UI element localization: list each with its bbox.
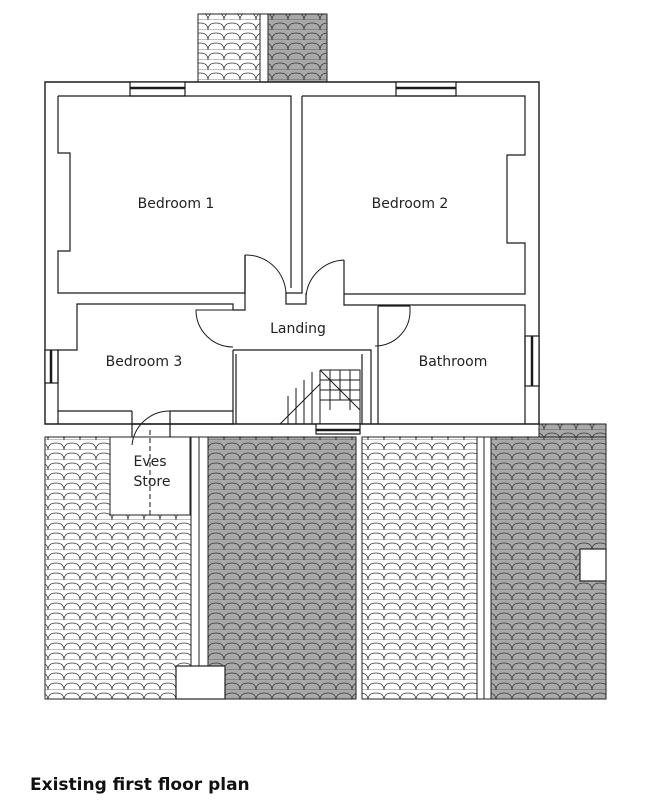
room-label-bedroom-2: Bedroom 2 xyxy=(372,196,449,212)
room-label-bathroom: Bathroom xyxy=(419,354,488,370)
interior-walls xyxy=(57,95,526,437)
room-label-store: Store xyxy=(133,474,170,490)
staircase xyxy=(279,369,361,425)
room-label-landing: Landing xyxy=(270,321,326,337)
room-label-bedroom-1: Bedroom 1 xyxy=(138,196,215,212)
chimney xyxy=(197,13,328,83)
roof-tiles xyxy=(44,423,607,700)
windows xyxy=(44,81,540,435)
door-swings xyxy=(131,254,411,515)
outer-walls xyxy=(44,81,540,425)
room-label-bedroom-3: Bedroom 3 xyxy=(106,354,183,370)
plan-caption: Existing first floor plan xyxy=(30,775,250,795)
room-label-eves: Eves xyxy=(133,454,166,470)
